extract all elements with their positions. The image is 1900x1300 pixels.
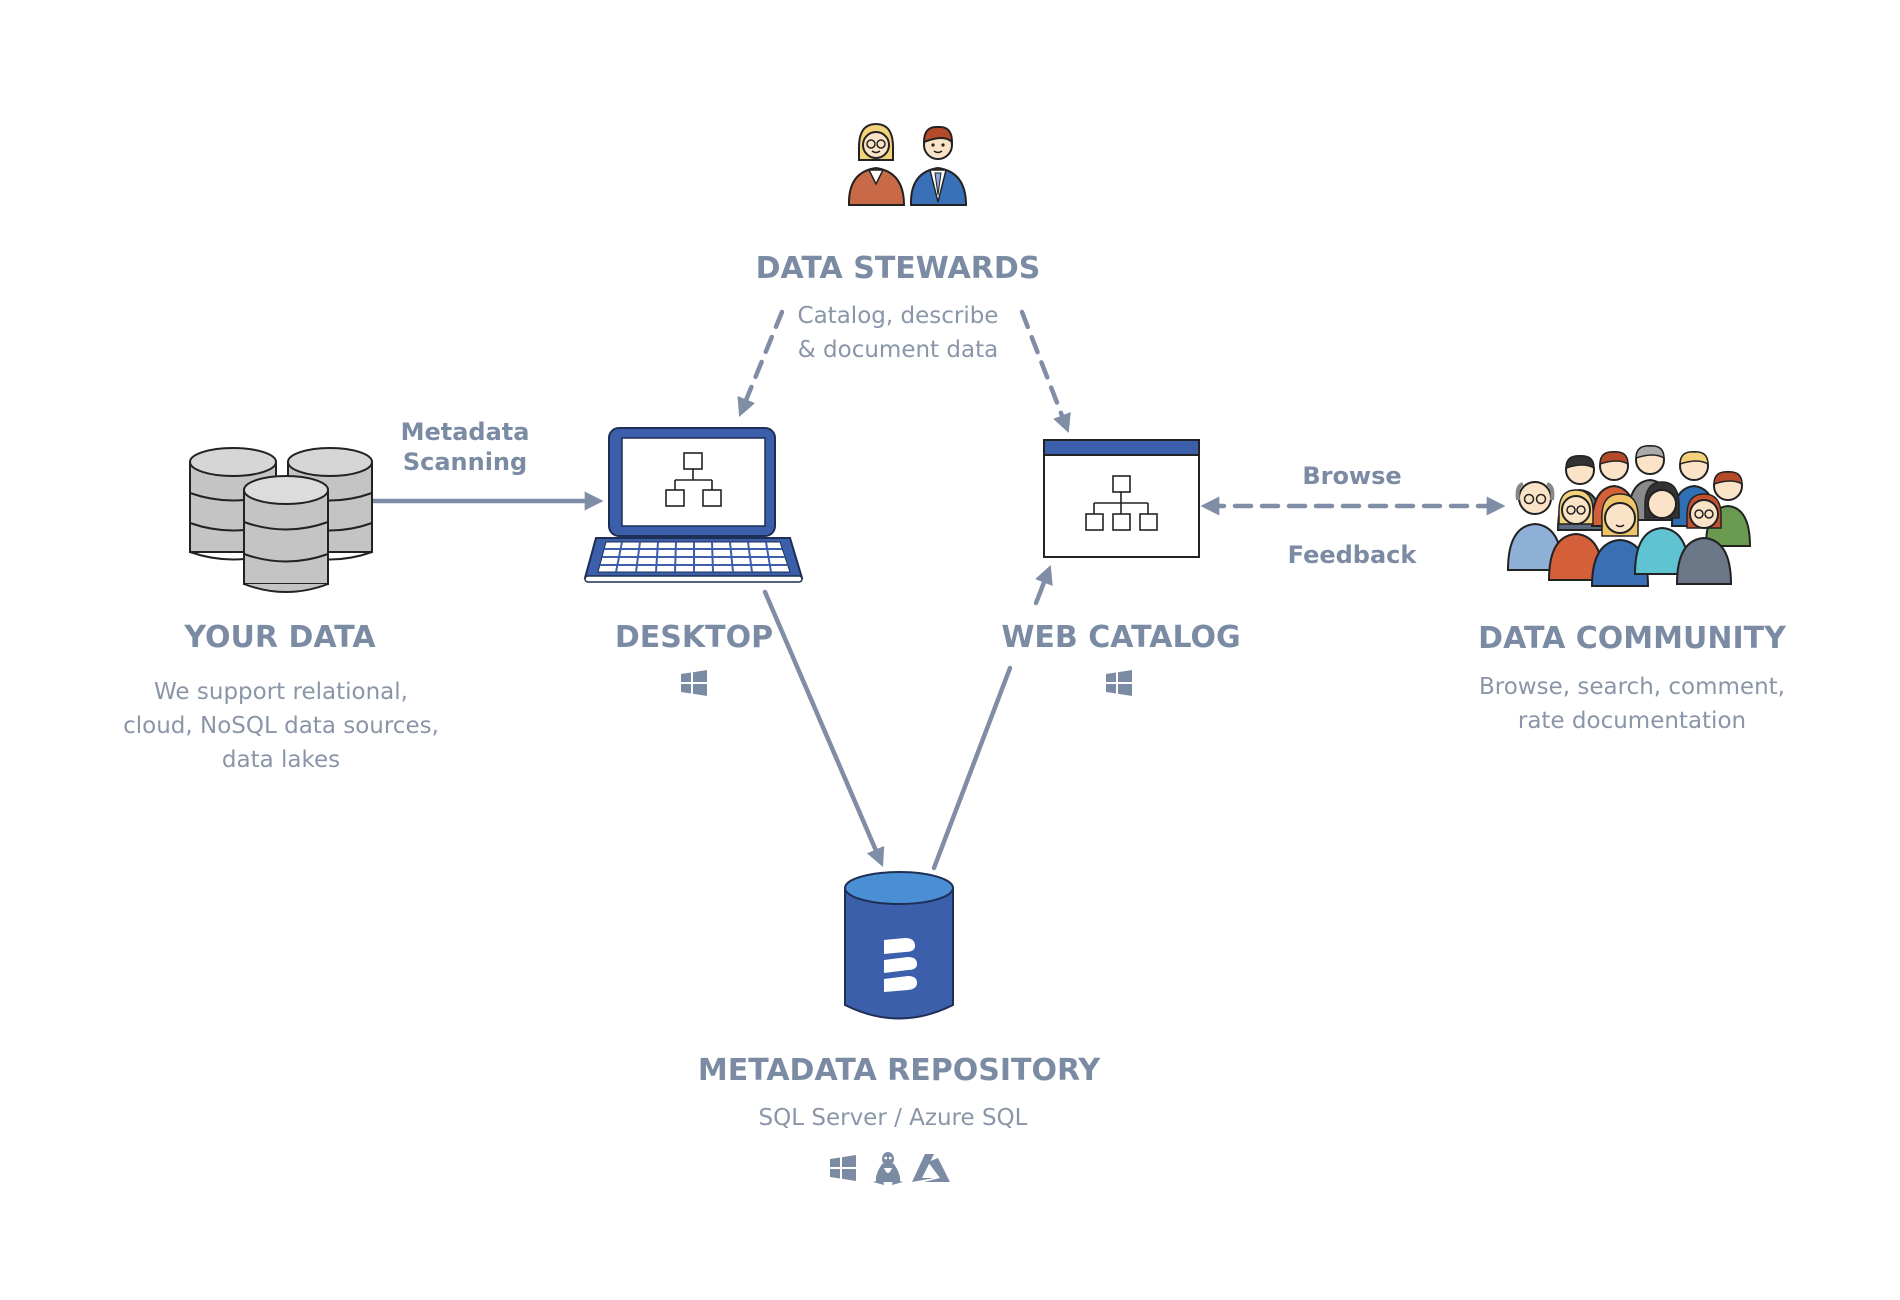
data-community-title: DATA COMMUNITY — [1478, 621, 1787, 656]
data-community-node: DATA COMMUNITY Browse, search, comment, … — [1478, 445, 1787, 734]
hierarchy-icon — [665, 452, 722, 507]
data-stewards-desc-line2: & document data — [798, 337, 998, 363]
metadata-repository-desc-line1: SQL Server / Azure SQL — [759, 1105, 1028, 1131]
edge-label-scanning: Scanning — [403, 448, 527, 476]
azure-icon — [912, 1154, 950, 1182]
data-stewards-desc-line1: Catalog, describe — [798, 303, 999, 329]
your-data-desc-line2: cloud, NoSQL data sources, — [123, 713, 439, 739]
two-people-icon — [847, 122, 968, 206]
metadata-repository-node: METADATA REPOSITORY SQL Server / Azure S… — [698, 871, 1102, 1185]
windows-icon — [681, 670, 707, 696]
web-catalog-title: WEB CATALOG — [1001, 620, 1240, 655]
edge-label-browse: Browse — [1302, 462, 1401, 490]
repository-logo-icon — [884, 938, 917, 992]
browser-window-icon — [1043, 439, 1200, 558]
linux-icon — [873, 1152, 903, 1185]
crowd-icon — [1506, 445, 1752, 587]
edge-label-feedback: Feedback — [1288, 541, 1418, 569]
windows-icon — [830, 1155, 856, 1181]
your-data-title: YOUR DATA — [183, 620, 376, 655]
metadata-repository-title: METADATA REPOSITORY — [698, 1053, 1102, 1088]
repository-cylinder-icon — [844, 871, 954, 1020]
your-data-desc-line3: data lakes — [222, 747, 340, 773]
data-community-desc-line2: rate documentation — [1518, 708, 1746, 734]
your-data-node: YOUR DATA We support relational, cloud, … — [123, 447, 439, 773]
laptop-icon — [583, 427, 804, 583]
edge-stewards-to-web-catalog — [1019, 309, 1071, 434]
edge-desktop-to-repository — [762, 589, 885, 867]
your-data-desc-line1: We support relational, — [154, 679, 408, 705]
edge-label-metadata: Metadata — [401, 418, 530, 446]
desktop-node: DESKTOP — [583, 427, 804, 696]
database-stack-icon — [189, 447, 373, 593]
data-community-desc-line1: Browse, search, comment, — [1479, 674, 1785, 700]
web-catalog-node: WEB CATALOG — [1001, 439, 1241, 696]
desktop-title: DESKTOP — [615, 620, 773, 655]
edge-stewards-to-desktop — [737, 309, 785, 417]
hierarchy-icon — [1085, 475, 1158, 531]
data-stewards-node: DATA STEWARDS Catalog, describe & docume… — [756, 122, 1041, 363]
data-stewards-title: DATA STEWARDS — [756, 251, 1041, 286]
edge-repository-to-web-catalog — [931, 564, 1053, 871]
windows-icon — [1106, 670, 1132, 696]
